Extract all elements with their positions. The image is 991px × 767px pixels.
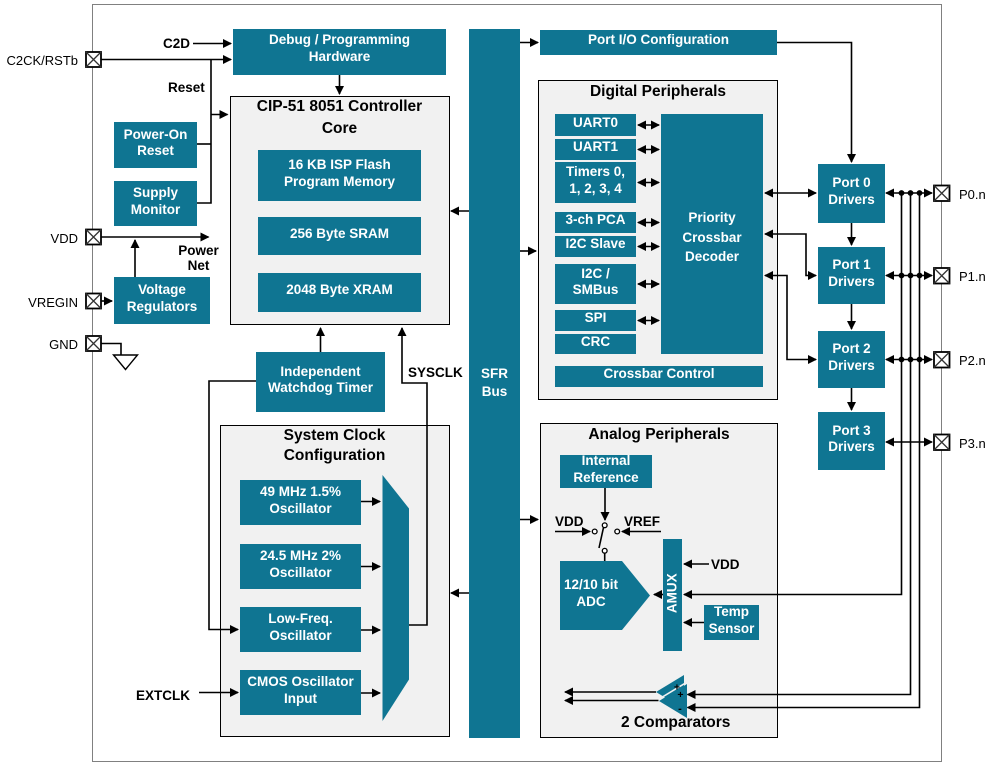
svg-text:+: + [674, 682, 680, 694]
svg-text:+: + [677, 689, 683, 701]
svg-text:-: - [678, 703, 682, 715]
